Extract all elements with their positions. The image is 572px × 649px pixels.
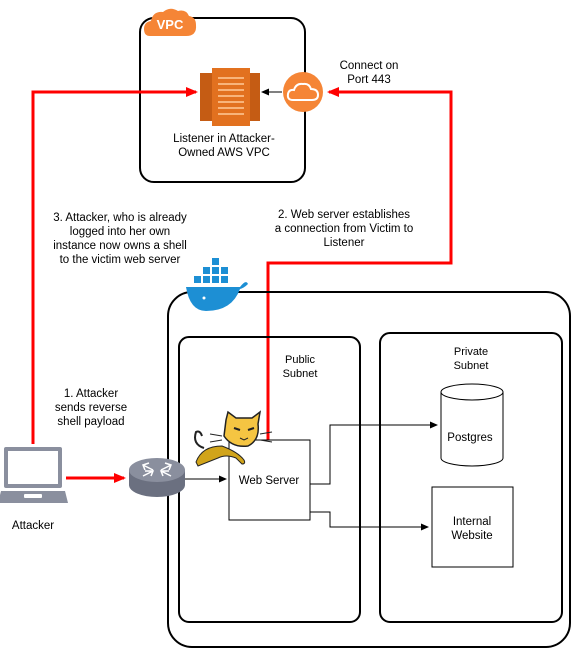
public-subnet-label-line1: Public	[285, 354, 315, 366]
listener-label-line2: Owned AWS VPC	[178, 147, 270, 159]
listener-label-line1: Listener in Attacker-	[173, 133, 275, 145]
step1-label-line1: 1. Attacker	[64, 388, 119, 400]
postgres-label: Postgres	[447, 432, 493, 444]
step3-label-backdrop	[44, 208, 200, 266]
internal-website-label-line1: Internal	[453, 516, 491, 528]
attacker-laptop-icon	[0, 447, 68, 503]
vpc-cloud-badge: VPC	[144, 8, 197, 36]
step2-connection-path	[266, 87, 453, 440]
step3-label-line4: to the victim web server	[60, 254, 181, 266]
private-subnet-container	[379, 332, 563, 623]
webserver-to-internal-arrow	[310, 511, 429, 531]
step1-label-line2: sends reverse	[55, 402, 127, 414]
web-server-box	[228, 439, 311, 521]
ec2-instance-icon	[200, 68, 260, 126]
step1-label-line3: shell payload	[57, 416, 124, 428]
web-server-label: Web Server	[239, 475, 300, 487]
private-subnet-label-line2: Subnet	[454, 360, 489, 372]
step2-label-line1: 2. Web server establishes	[278, 209, 410, 221]
docker-host-container	[167, 291, 571, 648]
step3-label-line1: 3. Attacker, who is already	[53, 212, 187, 224]
webserver-to-postgres-arrow	[310, 421, 438, 485]
step2-label-line2: a connection from Victim to	[275, 223, 414, 235]
postgres-database	[440, 383, 504, 467]
internal-website-box	[431, 486, 514, 568]
step3-shell-path	[31, 87, 198, 444]
internal-website-label-line2: Website	[451, 530, 492, 542]
vpc-badge-label: VPC	[157, 17, 184, 32]
connect-label-line2: Port 443	[347, 74, 390, 86]
connect-label-line1: Connect on	[340, 60, 399, 72]
docker-whale-icon	[186, 258, 248, 311]
router-icon	[129, 458, 185, 497]
internet-gateway-icon	[283, 72, 323, 112]
step3-label-line2: logged into her own	[70, 226, 170, 238]
public-subnet-label-line2: Subnet	[283, 368, 318, 380]
tomcat-icon	[194, 410, 273, 467]
step3-label-line3: instance now owns a shell	[53, 240, 187, 252]
step2-label-line3: Listener	[324, 237, 365, 249]
attacker-label: Attacker	[12, 520, 54, 532]
private-subnet-label-line1: Private	[454, 346, 488, 358]
